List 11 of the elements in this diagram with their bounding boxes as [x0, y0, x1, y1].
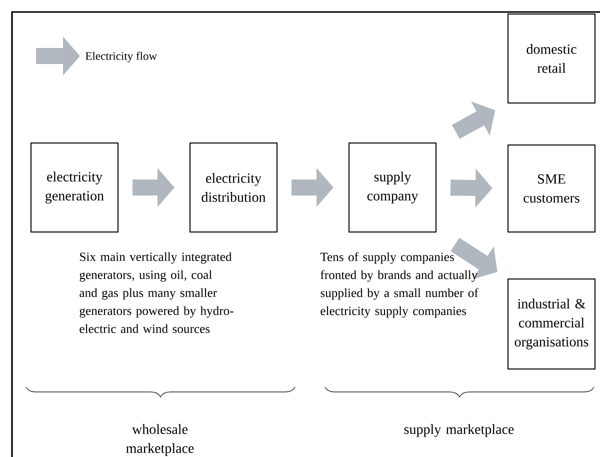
marketplace-label: wholesale marketplace [126, 424, 194, 456]
box: electricity generation [30, 142, 118, 232]
box: domestic retail [508, 14, 596, 104]
description-text: Six main vertically integrated generators, using oil, coal and gas plus many smaller generators powered by hydro-electric and wind sources [80, 252, 234, 334]
description-text: Tens of supply companies fronted by brands and actually supplied by a small number of electricity supply companies [320, 252, 478, 318]
legend-text: Electricity flow [86, 52, 158, 62]
marketplace-label: supply marketplace [404, 424, 514, 437]
box: industrial & commercial organisations [508, 278, 596, 370]
box: electricity distribution [190, 142, 278, 232]
box: supply company [348, 142, 436, 232]
box: SME customers [508, 144, 596, 232]
